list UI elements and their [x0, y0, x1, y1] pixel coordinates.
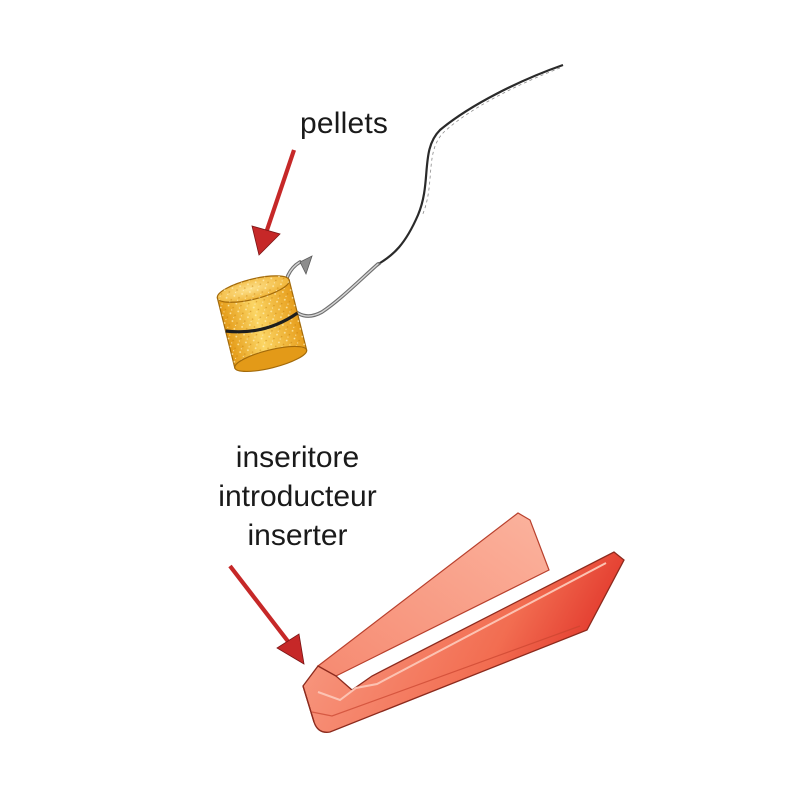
- inserter-labels: inseritore introducteur inserter: [185, 438, 410, 555]
- inserter-label-english: inserter: [247, 519, 348, 552]
- pellet-icon: [216, 275, 308, 373]
- pellets-label: pellets: [300, 107, 389, 140]
- inserter-arrow: [228, 564, 305, 665]
- inserter-label-french: introducteur: [218, 480, 377, 513]
- inserter-label-italian: inseritore: [235, 441, 360, 474]
- pellets-arrow: [251, 149, 296, 256]
- pellet-inserter-icon: [302, 512, 625, 733]
- fishing-line: [375, 63, 564, 268]
